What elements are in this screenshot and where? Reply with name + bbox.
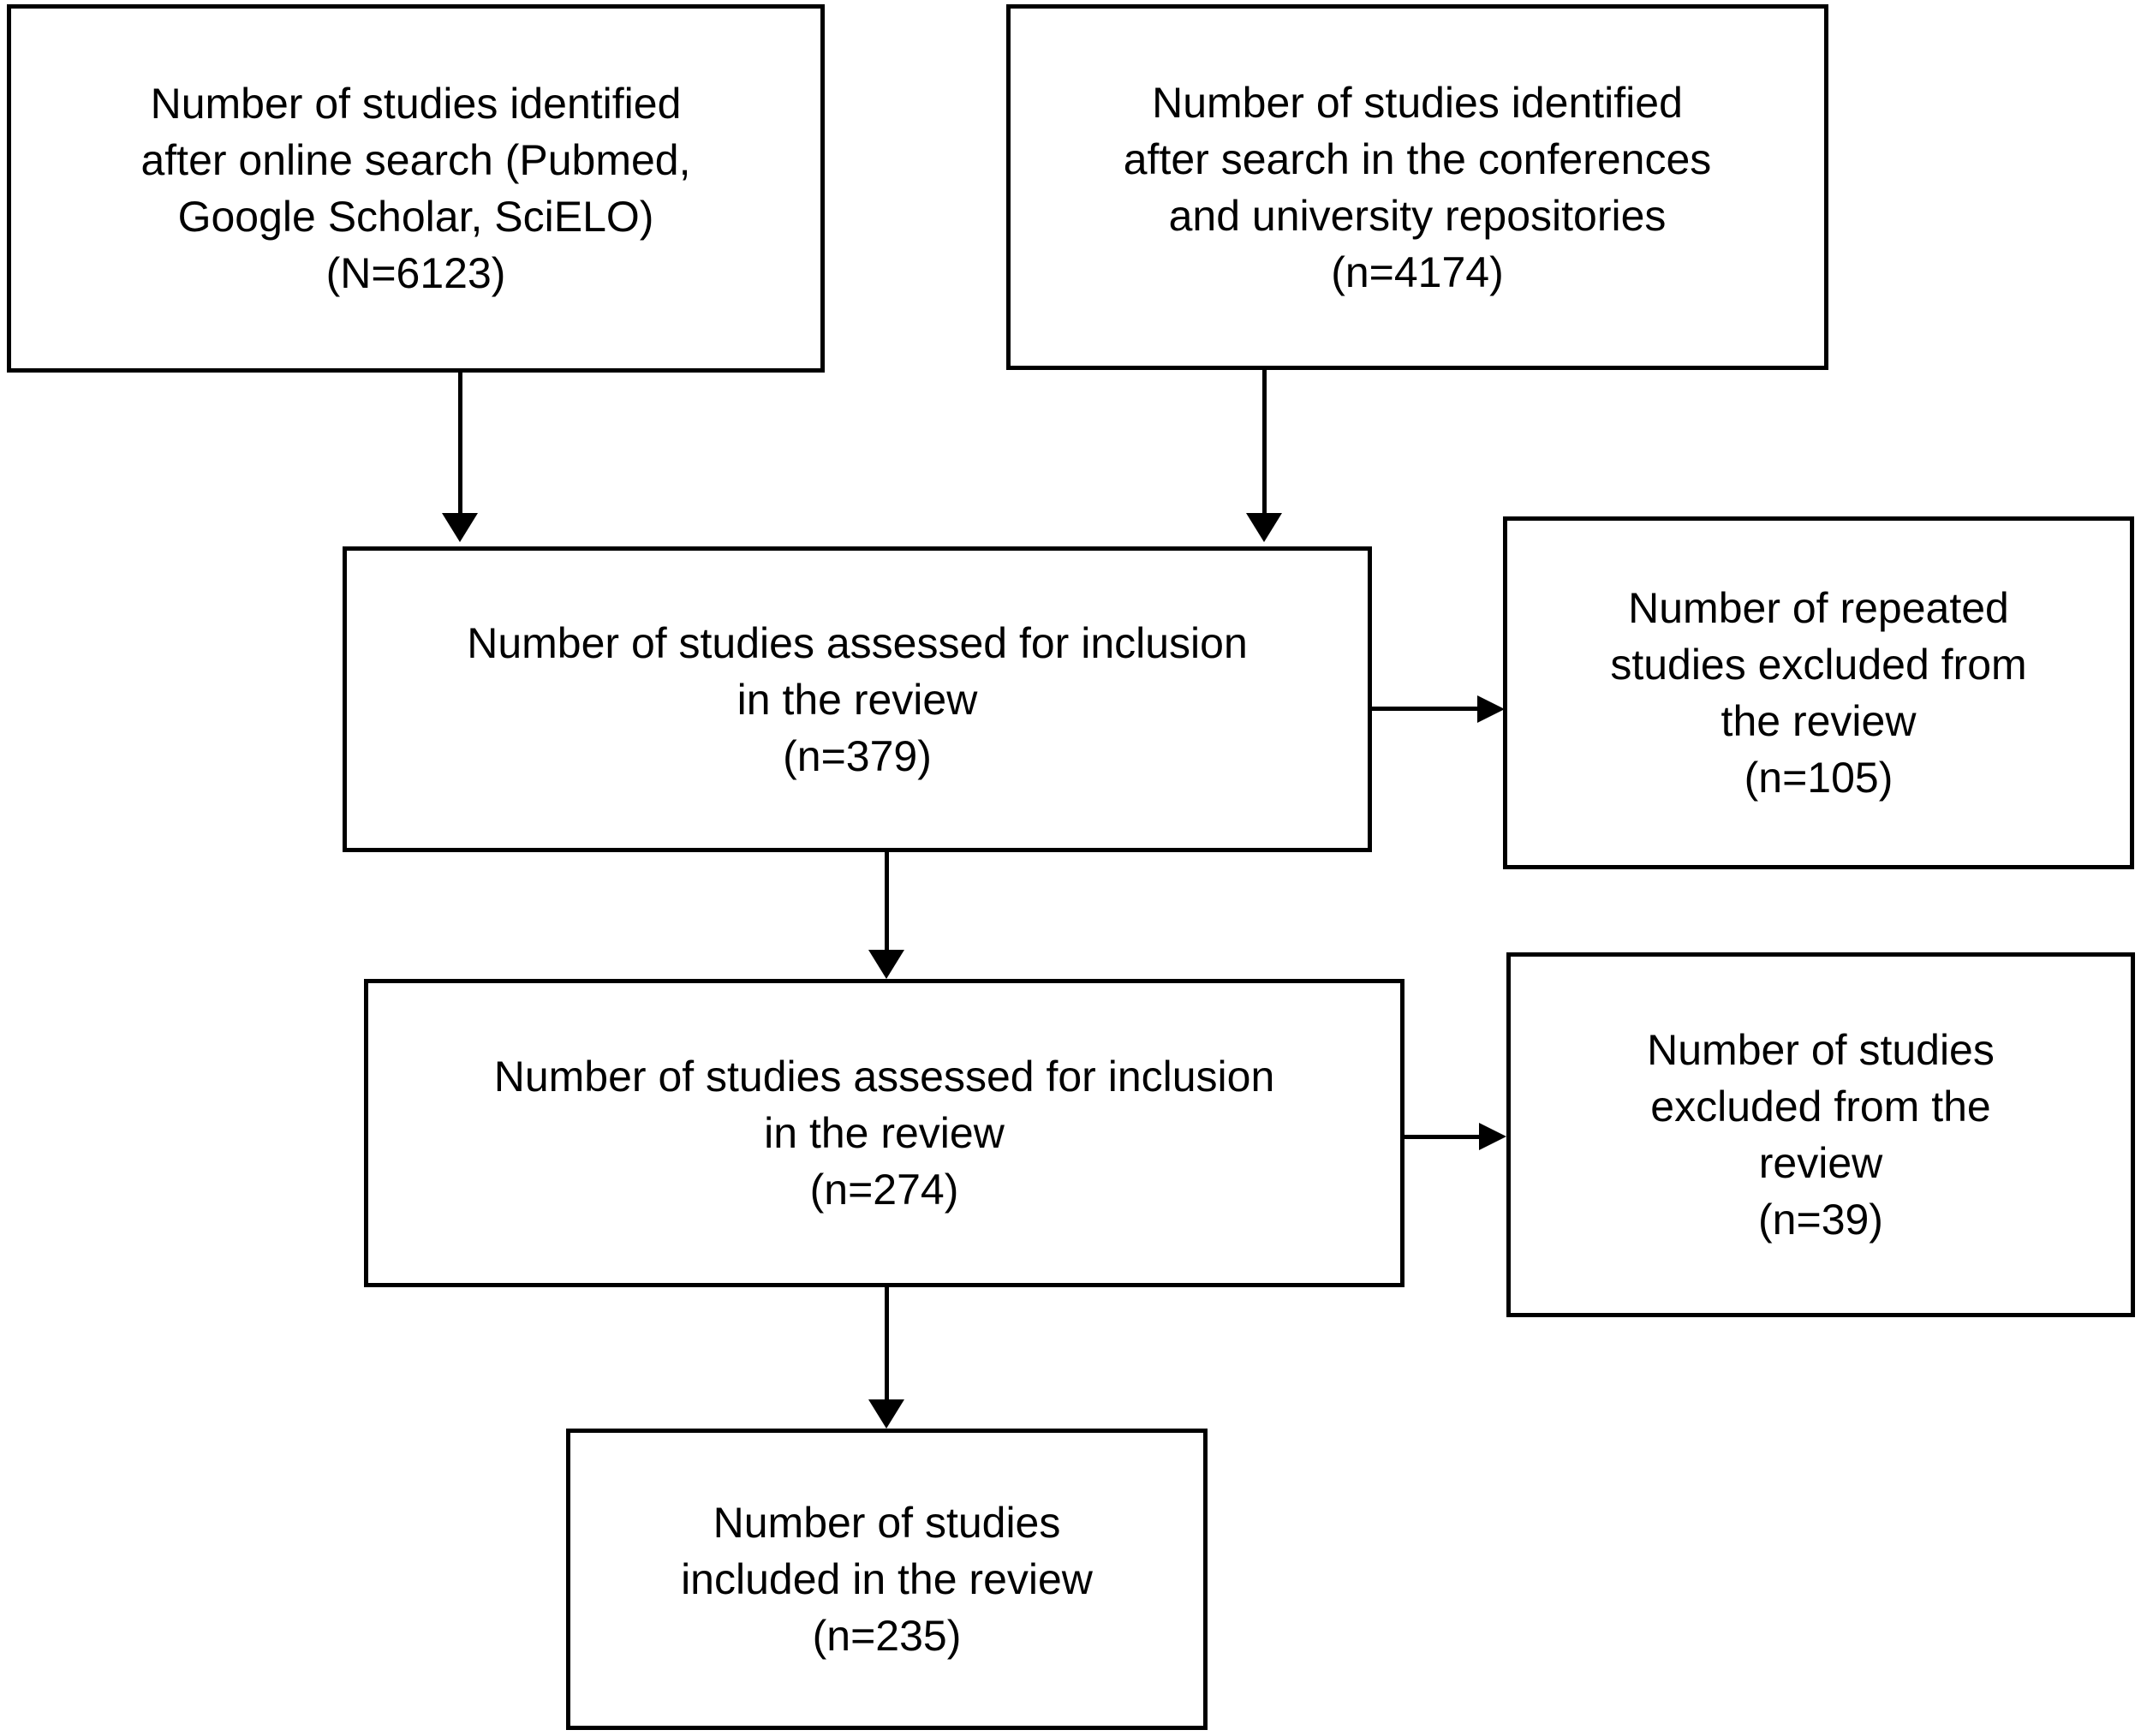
box-label: Number of studies assessed for inclusion… [467,618,1248,780]
arrow-stem [885,852,889,953]
box-studies-identified-conferences-repositories: Number of studies identified after searc… [1006,4,1828,370]
box-studies-assessed-second: Number of studies assessed for inclusion… [364,979,1404,1287]
box-label: Number of studies identified after searc… [1123,78,1712,296]
box-label: Number of studies identified after onlin… [140,80,691,297]
box-studies-identified-online-search: Number of studies identified after onlin… [7,4,825,373]
arrow-head-right-icon [1479,1123,1506,1150]
arrow-stem [458,373,462,516]
arrow-stem [1404,1135,1483,1139]
arrow-stem [1262,370,1267,516]
box-label: Number of studies included in the review… [681,1499,1093,1660]
arrow-head-down-icon [1246,513,1282,542]
arrow-head-down-icon [868,950,904,979]
arrow-stem [1372,707,1483,711]
box-label: Number of studies excluded from the revi… [1647,1026,1995,1244]
box-studies-excluded-review: Number of studies excluded from the revi… [1506,952,2135,1317]
arrow-head-down-icon [868,1399,904,1429]
box-repeated-studies-excluded: Number of repeated studies excluded from… [1503,516,2134,869]
box-label: Number of repeated studies excluded from… [1610,584,2027,802]
box-studies-assessed-first: Number of studies assessed for inclusion… [343,546,1372,852]
box-studies-included: Number of studies included in the review… [566,1429,1208,1730]
arrow-stem [885,1287,889,1403]
arrow-head-right-icon [1477,695,1505,723]
arrow-head-down-icon [442,513,478,542]
box-label: Number of studies assessed for inclusion… [493,1053,1275,1214]
